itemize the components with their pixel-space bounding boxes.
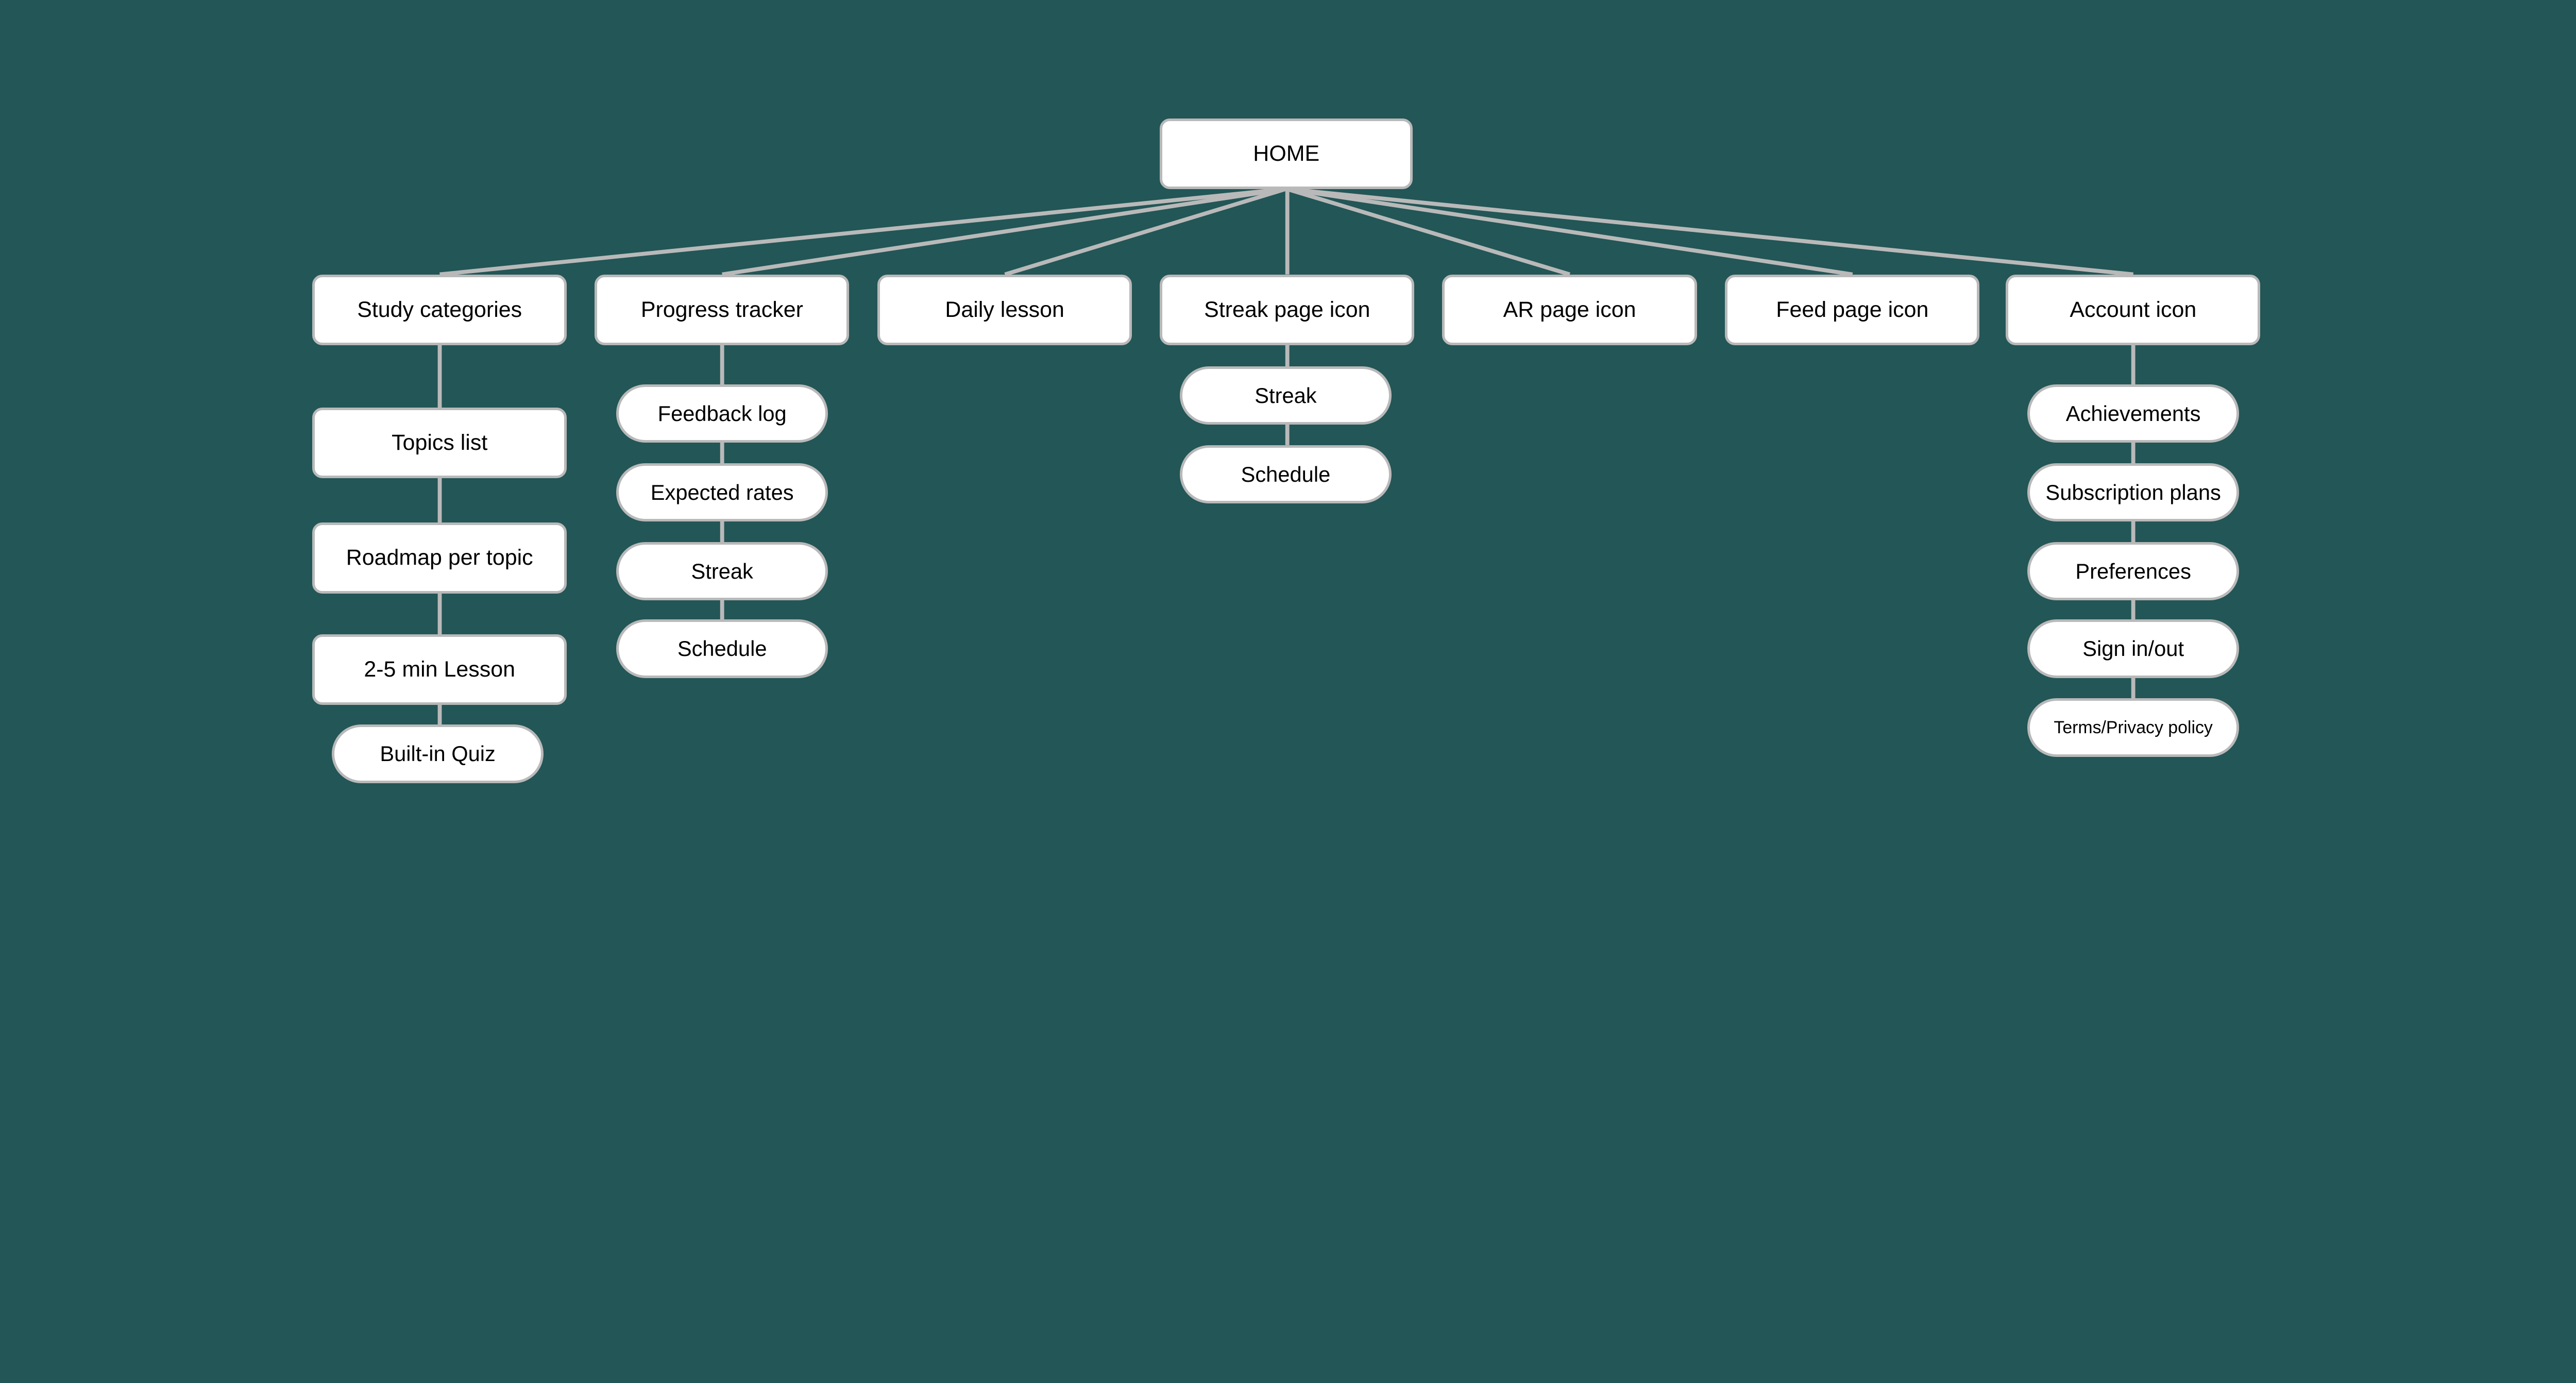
node-built-in-quiz: Built-in Quiz (331, 724, 544, 783)
node-progress-tracker: Progress tracker (595, 274, 850, 345)
link-home-account (1286, 187, 2134, 277)
node-streak: Streak (1179, 366, 1392, 425)
node-topics-list: Topics list (312, 408, 567, 479)
node-roadmap-per-topic: Roadmap per topic (312, 522, 567, 594)
node-lesson: 2-5 min Lesson (312, 634, 567, 705)
node-feed-page-icon: Feed page icon (1725, 274, 1980, 345)
node-home: HOME (1160, 118, 1413, 190)
link-home-progress (722, 187, 1287, 277)
node-sign-in-out: Sign in/out (2027, 619, 2240, 678)
link-home-ar (1285, 187, 1571, 277)
link-home-daily (1004, 187, 1287, 277)
node-streak-page-icon: Streak page icon (1160, 274, 1415, 345)
link-home-feed (1286, 187, 1853, 277)
node-progress-streak: Streak (616, 542, 828, 601)
node-account-icon: Account icon (2006, 274, 2261, 345)
node-feedback-log: Feedback log (616, 384, 828, 443)
node-subscription-plans: Subscription plans (2027, 463, 2240, 522)
node-streak-schedule: Schedule (1179, 445, 1392, 504)
node-expected-rates: Expected rates (616, 463, 828, 522)
node-daily-lesson: Daily lesson (877, 274, 1132, 345)
node-preferences: Preferences (2027, 542, 2240, 601)
node-study-categories: Study categories (312, 274, 567, 345)
node-ar-page-icon: AR page icon (1442, 274, 1697, 345)
node-progress-schedule: Schedule (616, 619, 828, 678)
node-achievements: Achievements (2027, 384, 2240, 443)
link-home-study (439, 187, 1287, 277)
node-terms-privacy: Terms/Privacy policy (2027, 698, 2240, 757)
